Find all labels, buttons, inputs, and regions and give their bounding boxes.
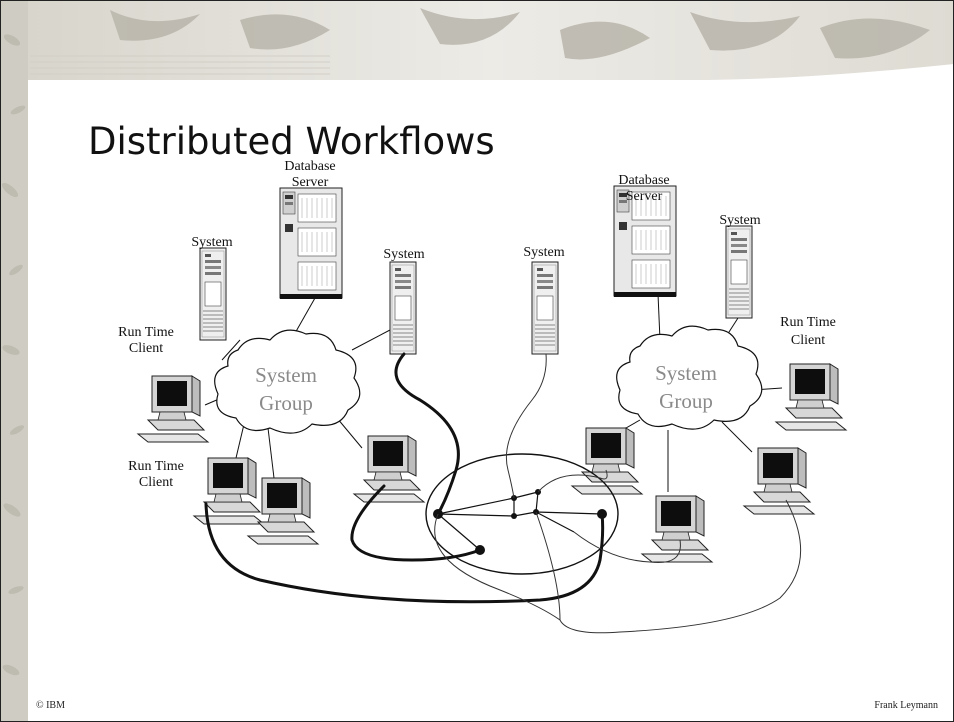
left-client-pc-1-icon (137, 375, 209, 443)
left-client-pc-4-icon (353, 435, 425, 503)
right-client-pc-1-icon (775, 363, 847, 431)
right-system-group-cloud (616, 325, 763, 430)
right-system-tower-1-icon (531, 261, 559, 355)
footer-author: Frank Leymann (874, 700, 938, 711)
right-runtime-label-line1: Run Time (780, 315, 836, 330)
right-cloud-label-line2: Group (659, 389, 713, 413)
right-system-tower-2-icon (725, 225, 753, 319)
left-border-leaf-marks (1, 34, 26, 676)
right-client-pc-3-icon (743, 447, 815, 515)
right-db-server-label-line2: Server (626, 189, 663, 204)
slide-title: Distributed Workflows (88, 120, 495, 163)
left-db-server-label-line2: Server (292, 175, 329, 190)
central-network-nodes (433, 489, 607, 555)
thick-connections (204, 352, 605, 604)
left-system-label-1: System (191, 235, 232, 250)
left-cloud-label-line2: Group (259, 391, 313, 415)
left-runtime-label-1-line2: Client (129, 341, 163, 356)
thin-connections (434, 353, 802, 634)
central-network-ellipse (425, 453, 619, 575)
right-db-server-label-line1: Database (618, 173, 669, 188)
left-runtime-label-2-line2: Client (139, 475, 173, 490)
content-area (28, 64, 954, 722)
top-band-stripes (30, 55, 330, 75)
right-cloud-label-line1: System (655, 361, 717, 385)
left-cloud-label-line1: System (255, 363, 317, 387)
right-client-pc-4-icon (641, 495, 713, 563)
central-network-edges (437, 491, 603, 551)
left-database-server-icon (279, 187, 343, 300)
left-system-label-2: System (383, 247, 424, 262)
left-border-texture (0, 0, 28, 722)
left-runtime-label-2-line1: Run Time (128, 459, 184, 474)
top-band-leaf-marks (110, 8, 930, 60)
left-client-pc-2-icon (193, 457, 265, 525)
left-db-server-label-line1: Database (284, 159, 335, 174)
footer-copyright: © IBM (36, 700, 65, 711)
top-border-texture (28, 0, 954, 80)
left-system-tower-2-icon (389, 261, 417, 355)
right-runtime-label-line2: Client (791, 333, 825, 348)
left-system-tower-1-icon (199, 247, 227, 341)
left-runtime-label-1-line1: Run Time (118, 325, 174, 340)
right-client-pc-2-icon (571, 427, 643, 495)
right-system-label-1: System (523, 245, 564, 260)
left-system-group-cloud (214, 329, 361, 434)
right-system-label-2: System (719, 213, 760, 228)
